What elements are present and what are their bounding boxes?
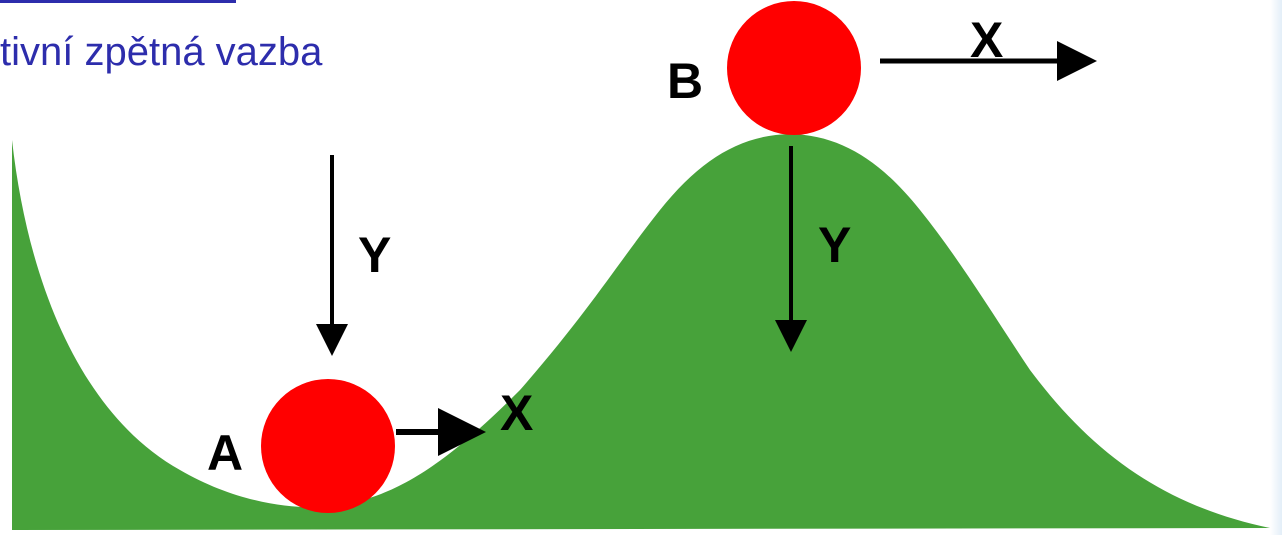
terrain <box>12 134 1270 530</box>
b-vertical-arrow-label: Y <box>818 217 851 273</box>
a-horizontal-arrow-label: X <box>500 385 533 441</box>
slide-background-edge <box>1270 0 1282 535</box>
ball-a <box>261 379 395 513</box>
ball-a-label: A <box>207 425 243 481</box>
ball-b-label: B <box>667 53 703 109</box>
a-vertical-arrow-label: Y <box>358 227 391 283</box>
b-horizontal-arrow-label: X <box>970 12 1003 68</box>
ball-b <box>727 1 861 135</box>
title-underline <box>0 0 236 3</box>
slide-subtitle: tivní zpětná vazba <box>0 30 323 74</box>
